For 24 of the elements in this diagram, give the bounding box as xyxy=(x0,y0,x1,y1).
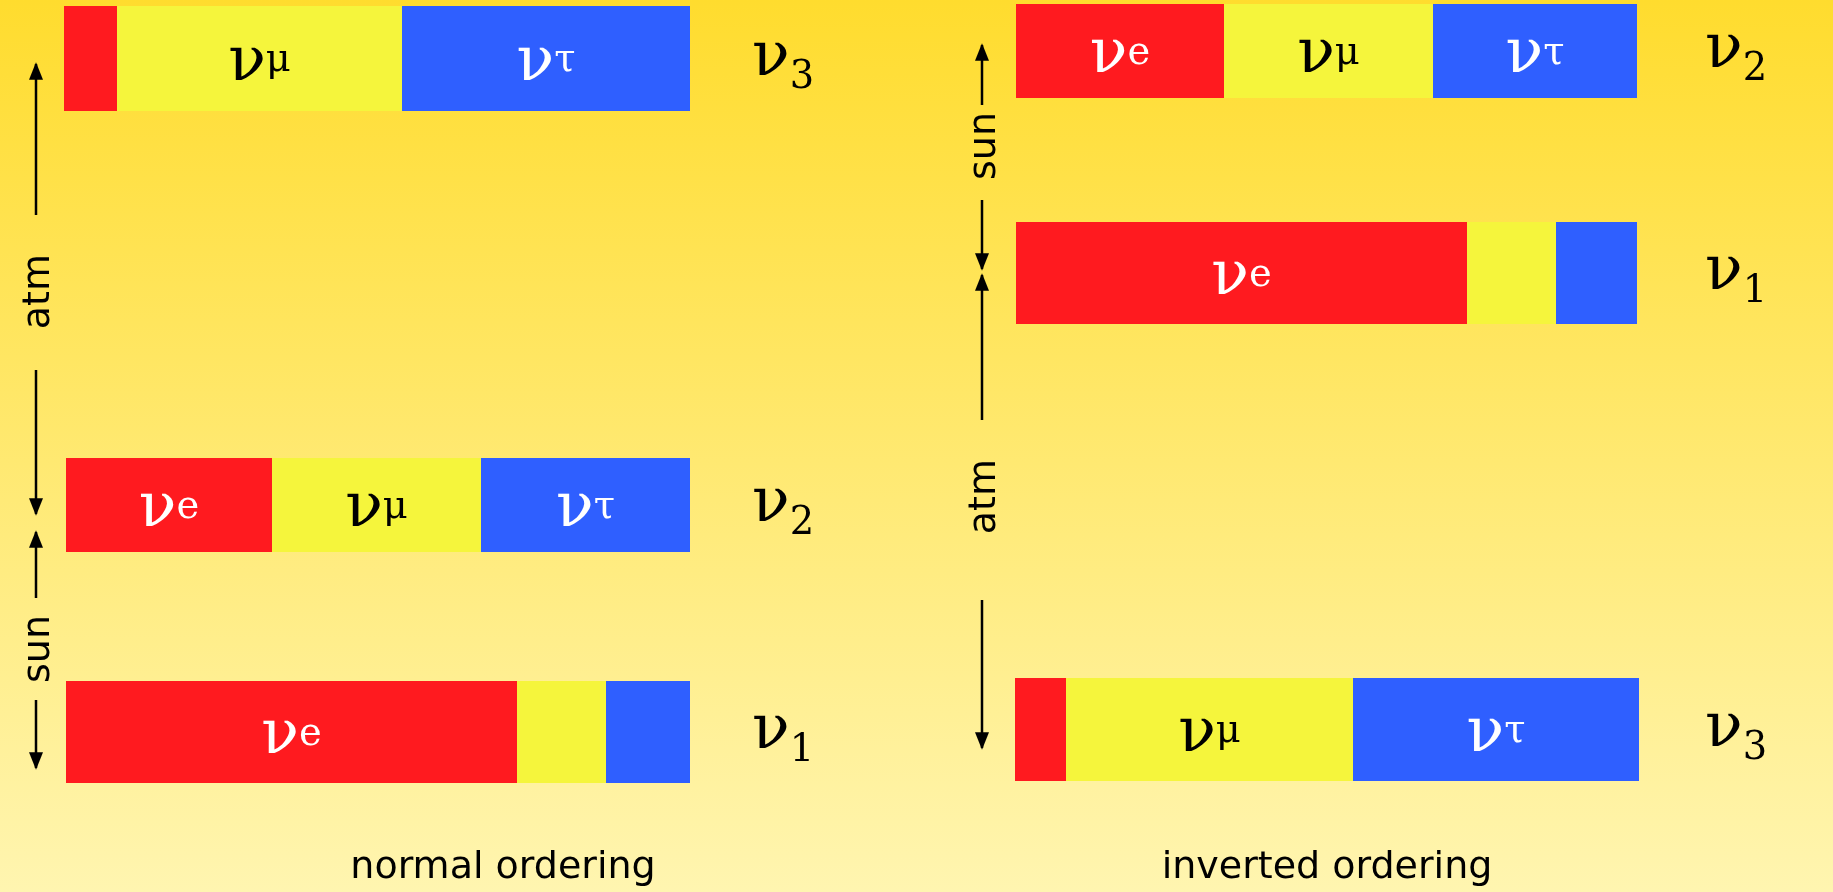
dimension-label: sun xyxy=(17,615,55,683)
mass-state-label: ν$_{3}$ xyxy=(1705,693,1768,766)
bar-segment xyxy=(1467,222,1556,324)
stacked-bar xyxy=(64,6,690,111)
stacked-bar xyxy=(1016,4,1637,98)
stacked-bar xyxy=(66,681,690,783)
bar-segment xyxy=(606,681,690,783)
mass-state-label: ν$_{2}$ xyxy=(1705,15,1768,87)
mass-state-label: ν$_{2}$ xyxy=(752,469,815,541)
stacked-bar xyxy=(66,458,690,552)
mass-state-label: ν$_{1}$ xyxy=(752,696,815,768)
dimension-label: sun xyxy=(963,112,1001,180)
bar-segment xyxy=(64,6,117,111)
bar-segment xyxy=(1556,222,1637,324)
dimension-label: atm xyxy=(963,459,1001,535)
caption: inverted ordering xyxy=(1161,846,1493,884)
caption: normal ordering xyxy=(350,846,656,884)
dimension-label: atm xyxy=(17,254,55,330)
mass-state-label: ν$_{1}$ xyxy=(1705,237,1768,309)
stacked-bar xyxy=(1016,222,1637,324)
mass-state-label: ν$_{3}$ xyxy=(752,22,815,95)
bar-segment xyxy=(1015,678,1066,781)
stacked-bar xyxy=(1015,678,1639,781)
bar-segment xyxy=(517,681,606,783)
